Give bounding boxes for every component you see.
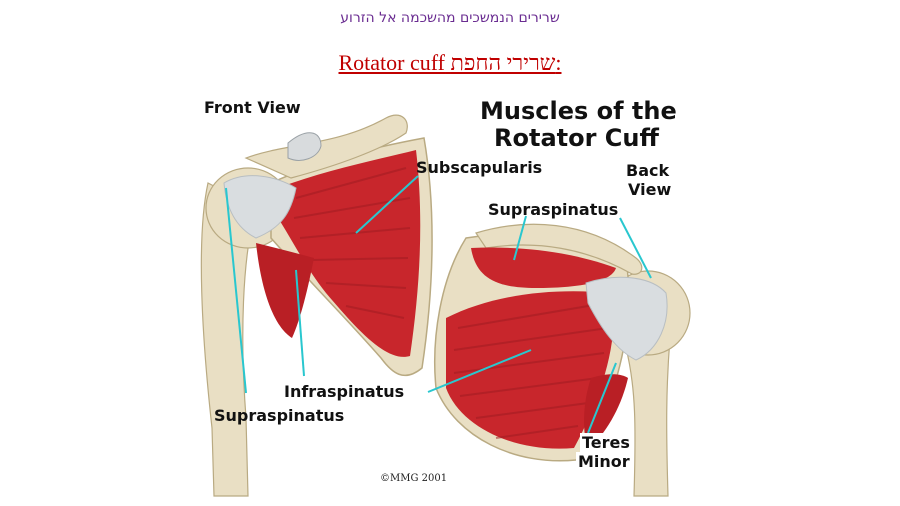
teres-minor-label-line1: Teres bbox=[580, 433, 632, 452]
infraspinatus-label: Infraspinatus bbox=[284, 382, 405, 401]
leader-infraspinatus-front bbox=[295, 269, 305, 377]
leader-back-supraspinatus-1 bbox=[513, 215, 527, 261]
rotator-cuff-illustration: Muscles of the Rotator Cuff Front View B… bbox=[196, 88, 716, 498]
back-acromion bbox=[475, 223, 643, 275]
back-teres-minor-muscle bbox=[584, 374, 628, 450]
title-hebrew: שרירי החפת bbox=[450, 50, 556, 75]
back-humerus-bone bbox=[625, 337, 671, 497]
back-supraspinatus-muscle bbox=[471, 247, 616, 288]
copyright-notice: ©MMG 2001 bbox=[380, 473, 448, 484]
subscapularis-label: Subscapularis bbox=[416, 158, 543, 177]
leader-back-supraspinatus-2 bbox=[619, 217, 652, 279]
supraspinatus-back-label: Supraspinatus bbox=[488, 200, 619, 219]
supraspinatus-front-label: Supraspinatus bbox=[214, 406, 345, 425]
figure-heading-line1: Muscles of the bbox=[480, 97, 677, 125]
front-coracoid bbox=[287, 132, 322, 161]
back-tendon bbox=[585, 276, 668, 361]
leader-infraspinatus-back bbox=[427, 349, 532, 393]
figure-heading-line2: Rotator Cuff bbox=[494, 124, 659, 152]
anatomy-drawing bbox=[200, 114, 691, 497]
front-tendon bbox=[223, 175, 297, 239]
leader-teres-minor bbox=[587, 362, 617, 434]
front-view-label: Front View bbox=[204, 98, 301, 117]
back-infraspinatus-muscle bbox=[446, 291, 614, 449]
back-view-label-line1: Back bbox=[626, 161, 670, 180]
slide-title: Rotator cuff שרירי החפת: bbox=[0, 50, 900, 76]
leader-lines bbox=[225, 175, 652, 434]
teres-minor-label-line2: Minor bbox=[576, 452, 632, 471]
slide-subtitle: שרירים הנמשכים מהשכמה אל הזרוע bbox=[340, 10, 560, 26]
front-supraspinatus-muscle bbox=[256, 243, 314, 338]
front-humerus-bone bbox=[200, 182, 257, 497]
title-english: Rotator cuff bbox=[338, 50, 446, 75]
back-view-label-line2: View bbox=[628, 180, 672, 199]
leader-supraspinatus-front bbox=[225, 187, 247, 394]
leader-subscapularis bbox=[355, 175, 419, 234]
title-colon: : bbox=[555, 50, 562, 75]
